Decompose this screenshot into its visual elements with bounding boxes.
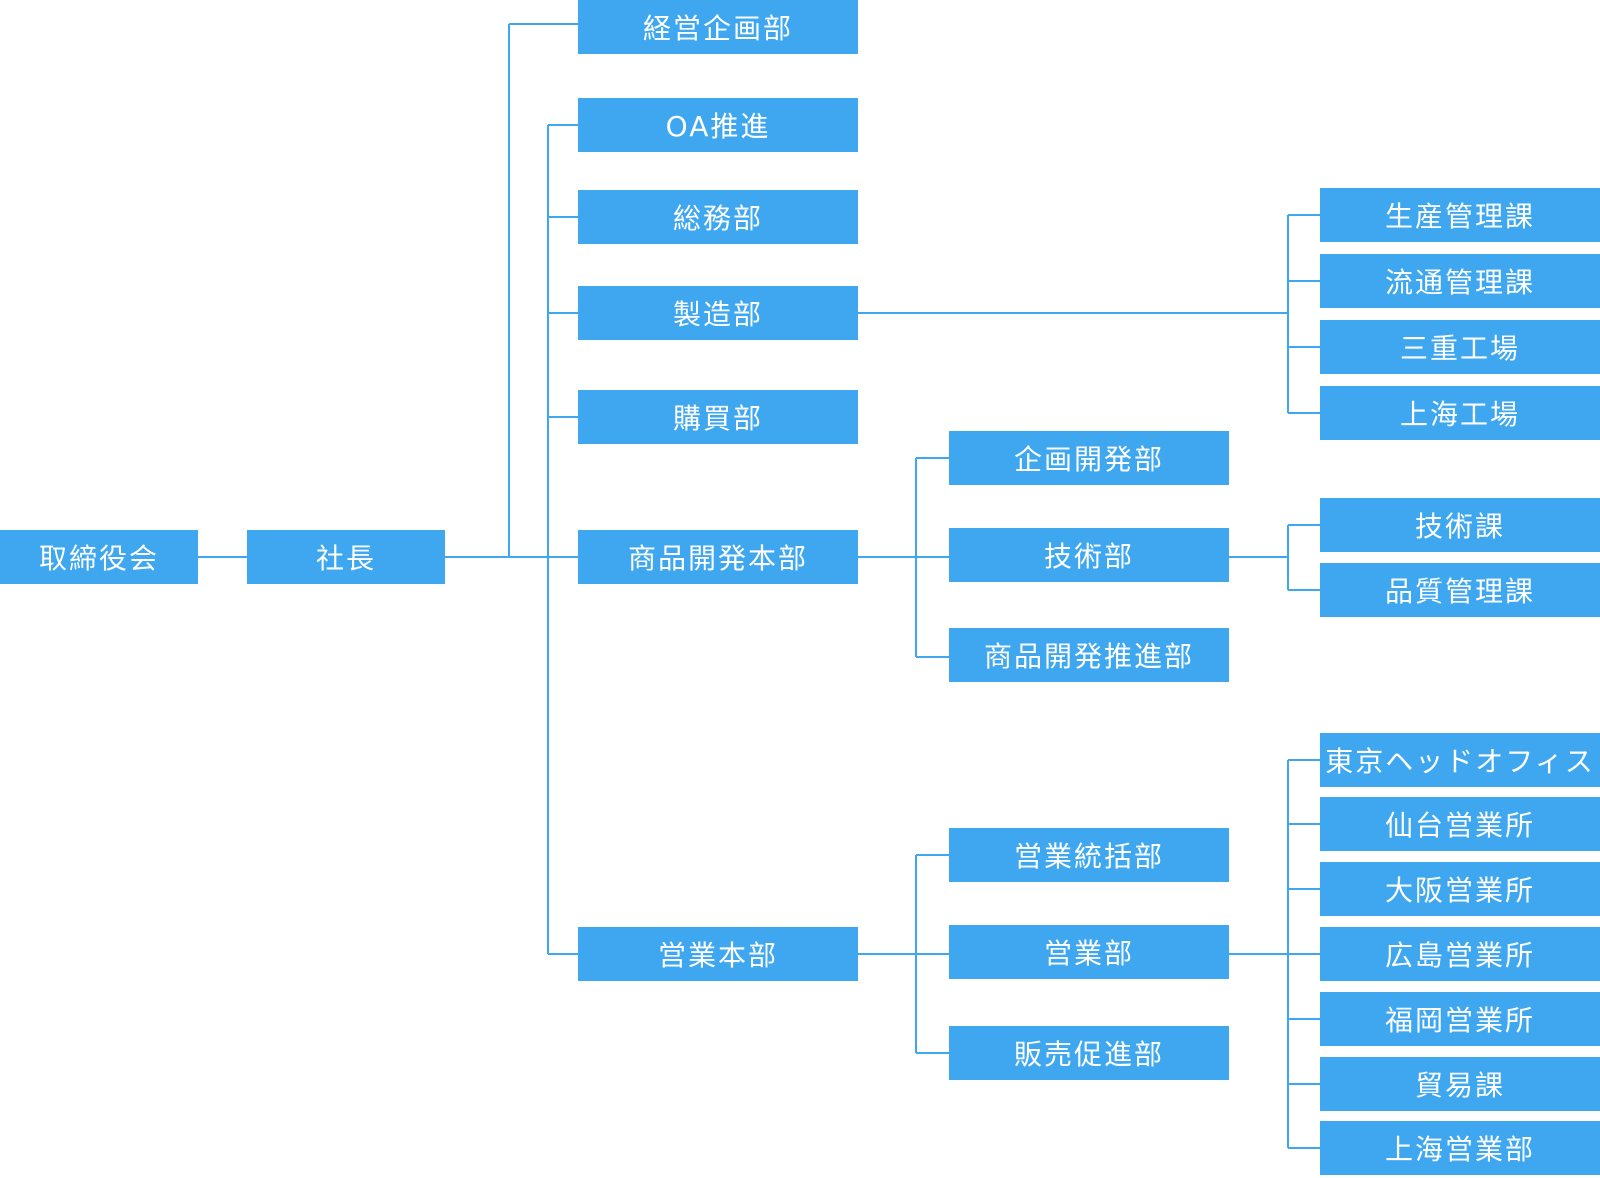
node-general-affairs-label: 総務部 [672,202,763,235]
node-distribution-control: 流通管理課 [1320,254,1600,308]
node-sendai-office: 仙台営業所 [1320,797,1600,851]
node-purchasing: 購買部 [578,390,858,444]
node-sendai-office-label: 仙台営業所 [1384,809,1535,842]
node-purchasing-label: 購買部 [672,402,763,435]
node-hiroshima-office: 広島営業所 [1320,927,1600,981]
node-trade-section-label: 貿易課 [1414,1069,1505,1102]
node-planning-dev-label: 企画開発部 [1013,443,1164,476]
node-planning-dev: 企画開発部 [949,431,1229,485]
node-tech-section: 技術課 [1320,498,1600,552]
node-sales-promotion: 販売促進部 [949,1026,1229,1080]
node-board: 取締役会 [0,530,198,584]
node-mie-factory-label: 三重工場 [1399,332,1520,365]
node-product-promotion-label: 商品開発推進部 [983,640,1194,673]
node-shanghai-factory-label: 上海工場 [1399,398,1520,431]
node-production-control: 生産管理課 [1320,188,1600,242]
node-oa-label: OA推進 [665,110,771,143]
node-mie-factory: 三重工場 [1320,320,1600,374]
node-manufacturing: 製造部 [578,286,858,340]
node-trade-section: 貿易課 [1320,1057,1600,1111]
node-sales-promotion-label: 販売促進部 [1013,1038,1164,1071]
node-production-control-label: 生産管理課 [1384,200,1535,233]
node-engineering: 技術部 [949,528,1229,582]
node-board-label: 取締役会 [38,542,159,575]
node-sales-hq-label: 営業本部 [657,939,778,972]
node-osaka-office-label: 大阪営業所 [1384,874,1535,907]
node-engineering-label: 技術部 [1043,540,1134,573]
node-product-promotion: 商品開発推進部 [949,628,1229,682]
node-planning: 経営企画部 [578,0,858,54]
node-tech-section-label: 技術課 [1414,510,1505,543]
node-general-affairs: 総務部 [578,190,858,244]
node-tokyo-office-label: 東京ヘッドオフィス [1325,745,1595,778]
node-osaka-office: 大阪営業所 [1320,862,1600,916]
node-shanghai-sales-label: 上海営業部 [1384,1133,1535,1166]
node-quality-control-label: 品質管理課 [1384,575,1535,608]
node-president-label: 社長 [315,542,376,575]
node-quality-control: 品質管理課 [1320,563,1600,617]
node-tokyo-office: 東京ヘッドオフィス [1320,733,1600,787]
node-sales-hq: 営業本部 [578,927,858,981]
node-sales-control: 営業統括部 [949,828,1229,882]
node-fukuoka-office-label: 福岡営業所 [1384,1004,1535,1037]
node-shanghai-sales: 上海営業部 [1320,1121,1600,1175]
node-sales-label: 営業部 [1043,937,1134,970]
node-hiroshima-office-label: 広島営業所 [1384,939,1535,972]
node-shanghai-factory: 上海工場 [1320,386,1600,440]
node-sales-control-label: 営業統括部 [1013,840,1164,873]
node-president: 社長 [247,530,445,584]
node-distribution-control-label: 流通管理課 [1384,266,1535,299]
node-oa: OA推進 [578,98,858,152]
node-fukuoka-office: 福岡営業所 [1320,992,1600,1046]
node-product-dev-hq-label: 商品開発本部 [627,542,808,575]
node-planning-label: 経営企画部 [642,12,793,45]
node-product-dev-hq: 商品開発本部 [578,530,858,584]
node-manufacturing-label: 製造部 [672,298,763,331]
node-sales: 営業部 [949,925,1229,979]
